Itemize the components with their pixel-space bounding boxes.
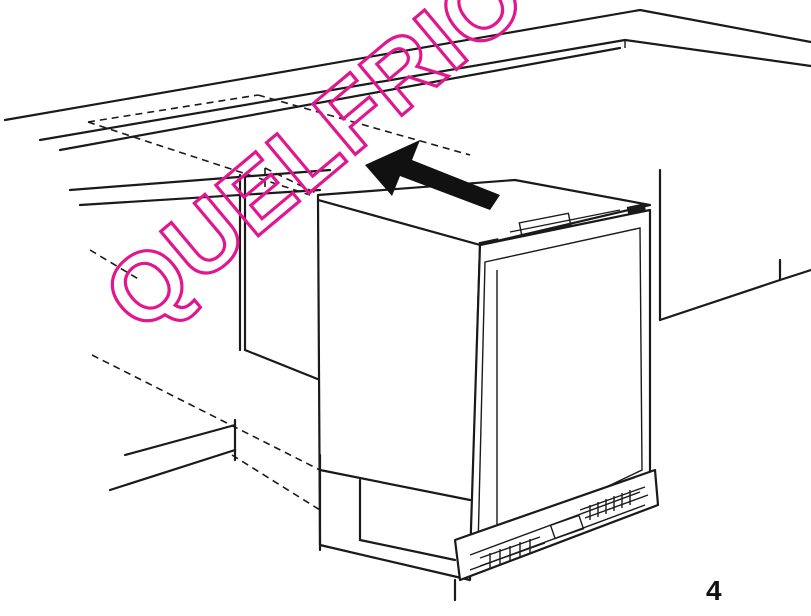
countertop [3, 8, 811, 152]
recess-outline [87, 94, 471, 511]
grille [479, 486, 649, 568]
figure-number: 4 [706, 575, 722, 606]
push-arrow-icon [365, 140, 500, 210]
appliance [316, 178, 660, 602]
cabinet-right [658, 168, 811, 322]
